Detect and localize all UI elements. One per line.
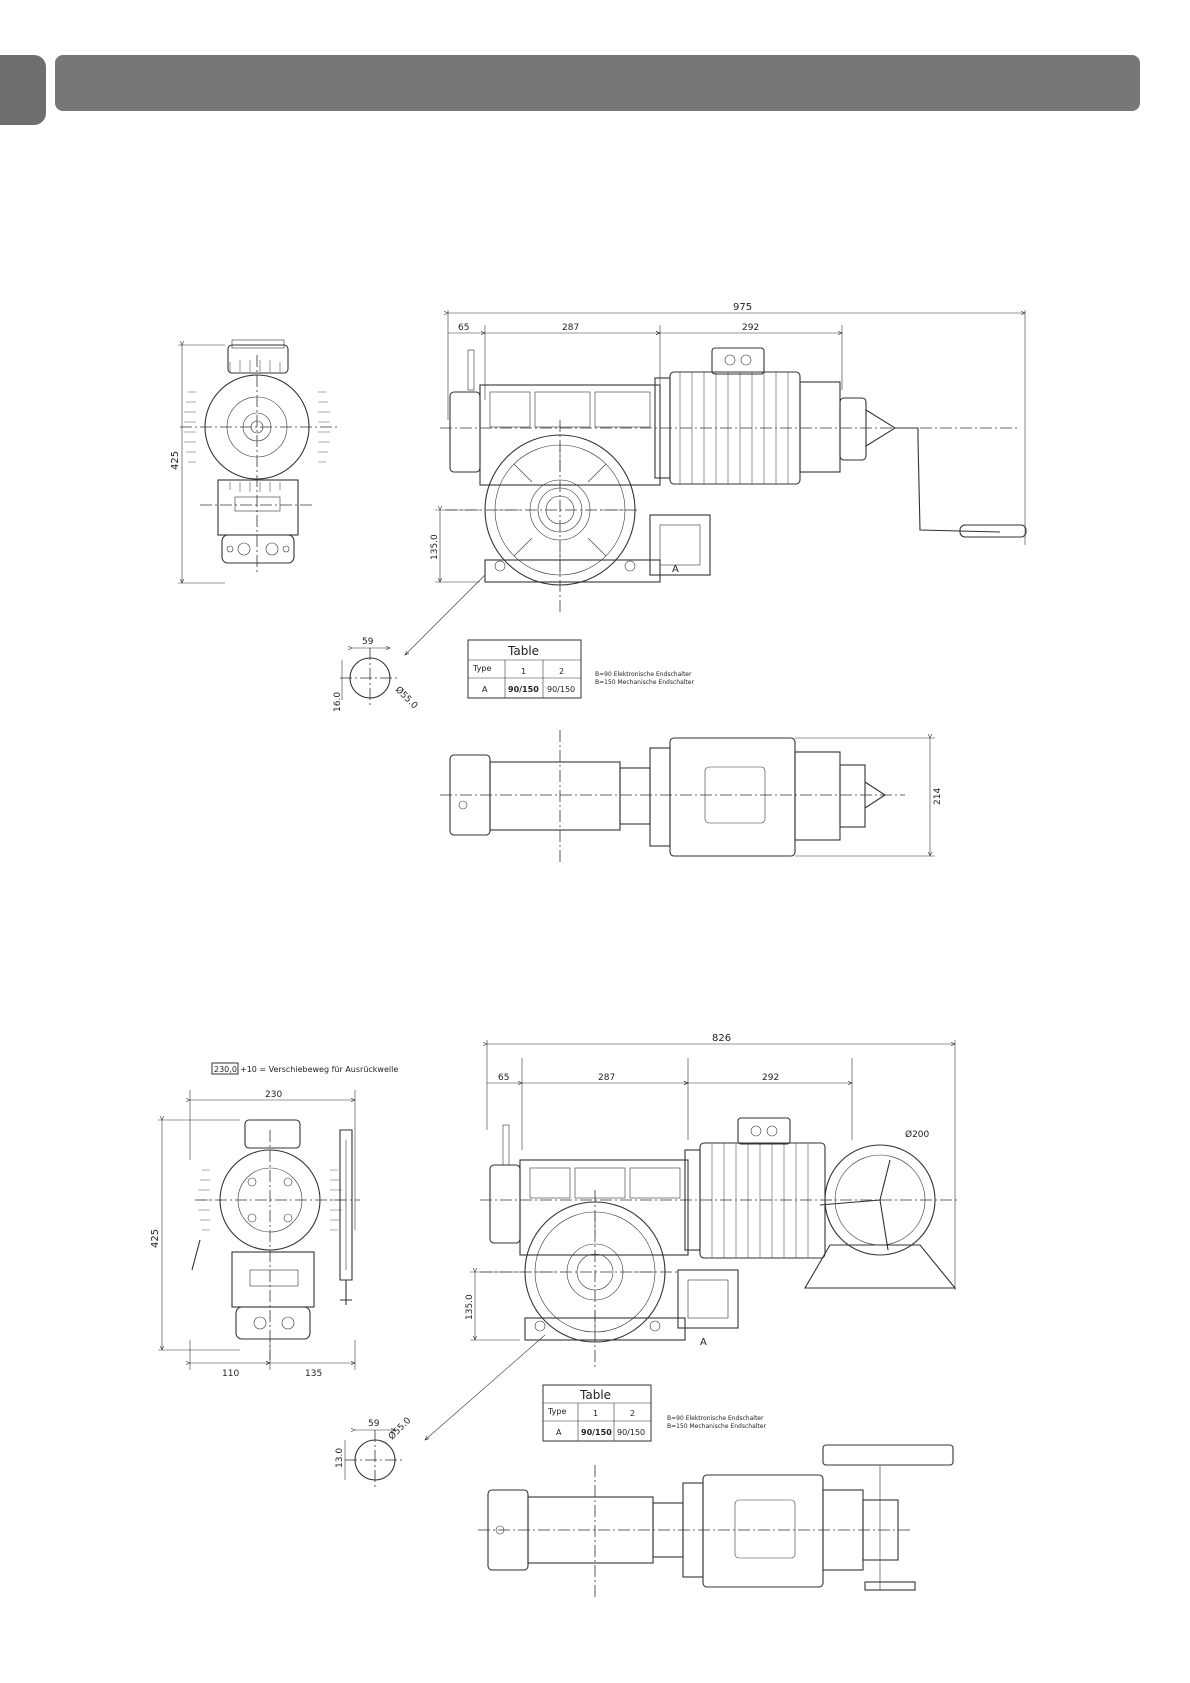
dim-110-label: 110 [222,1369,239,1379]
table2-note-2: B=150 Mechanische Endschalter [667,1423,766,1430]
table2-val-1: 90/150 [581,1428,612,1437]
dim-214-label: 214 [933,788,943,805]
table-2: Table Type 1 2 A 90/150 90/150 B=90 Elek… [542,1384,766,1442]
detail2-dia-label: Ø55.0 [386,1415,413,1442]
dim2-135v-label: 135.0 [465,1294,475,1320]
table1-col-2: 2 [559,667,564,676]
drawing1: 425 975 65 287 292 [170,302,1027,865]
table2-col-type: Type [547,1407,566,1416]
table1-row-a: A [482,685,488,694]
dim2-425-label: 425 [150,1229,161,1248]
shift-note-box: 230,0 [214,1065,237,1074]
chapter-tab [0,55,46,125]
dim-425-label: 425 [170,451,181,470]
dim-292-label: 292 [742,323,759,333]
callout-a-1: A [672,564,679,575]
dim-826-label: 826 [712,1033,731,1044]
dim2-292-label: 292 [762,1073,779,1083]
side-view-2: 230 425 [150,1090,360,1379]
table1-val-2: 90/150 [547,685,575,694]
table2-val-2: 90/150 [617,1428,645,1437]
dim-230-label: 230 [265,1090,282,1100]
table1-title: Table [507,644,539,658]
dim2-135-label: 135 [305,1369,322,1379]
table-1: Table Type 1 2 A 90/150 90/150 B=90 Elek… [467,639,694,699]
table1-col-type: Type [472,664,491,673]
top-view-1: 214 [440,730,943,865]
table1-note-2: B=150 Mechanische Endschalter [595,679,694,686]
dim-975-label: 975 [733,302,752,313]
dim-135-label: 135.0 [430,534,440,560]
table2-title: Table [579,1388,611,1402]
drawing2: 230,0 +10 = Verschiebeweg für Ausrückwel… [150,1033,960,1600]
front-view-2: 826 65 287 292 [425,1033,960,1440]
table2-note-1: B=90 Elektronische Endschalter [667,1415,764,1422]
front-view-1: 975 65 287 292 [405,302,1027,655]
table2-col-1: 1 [593,1409,598,1418]
detail2-59-label: 59 [368,1419,380,1429]
dim-287-label: 287 [562,323,579,333]
wheel-dia-label: Ø200 [905,1129,930,1140]
detail-dia-label: Ø55.0 [393,684,420,711]
shaft-detail-2: 59 13.0 Ø55.0 [335,1415,413,1490]
detail2-13-label: 13.0 [335,1448,345,1468]
detail-59-label: 59 [362,637,374,647]
dim-65-label: 65 [458,323,469,333]
side-view-1: 425 [170,339,340,583]
table1-val-1: 90/150 [508,685,539,694]
table1-col-1: 1 [521,667,526,676]
table2-col-2: 2 [630,1409,635,1418]
callout-a-2: A [700,1337,707,1348]
dim2-287-label: 287 [598,1073,615,1083]
top-view-2 [478,1444,954,1600]
dim2-65-label: 65 [498,1073,509,1083]
header-bar [55,55,1140,111]
table1-note-1: B=90 Elektronische Endschalter [595,671,692,678]
shaft-detail-1: 59 16.0 Ø55.0 [333,637,420,712]
shift-note-text: +10 = Verschiebeweg für Ausrückwelle [240,1065,398,1074]
detail-16-label: 16.0 [333,692,343,712]
table2-row-a: A [556,1428,562,1437]
